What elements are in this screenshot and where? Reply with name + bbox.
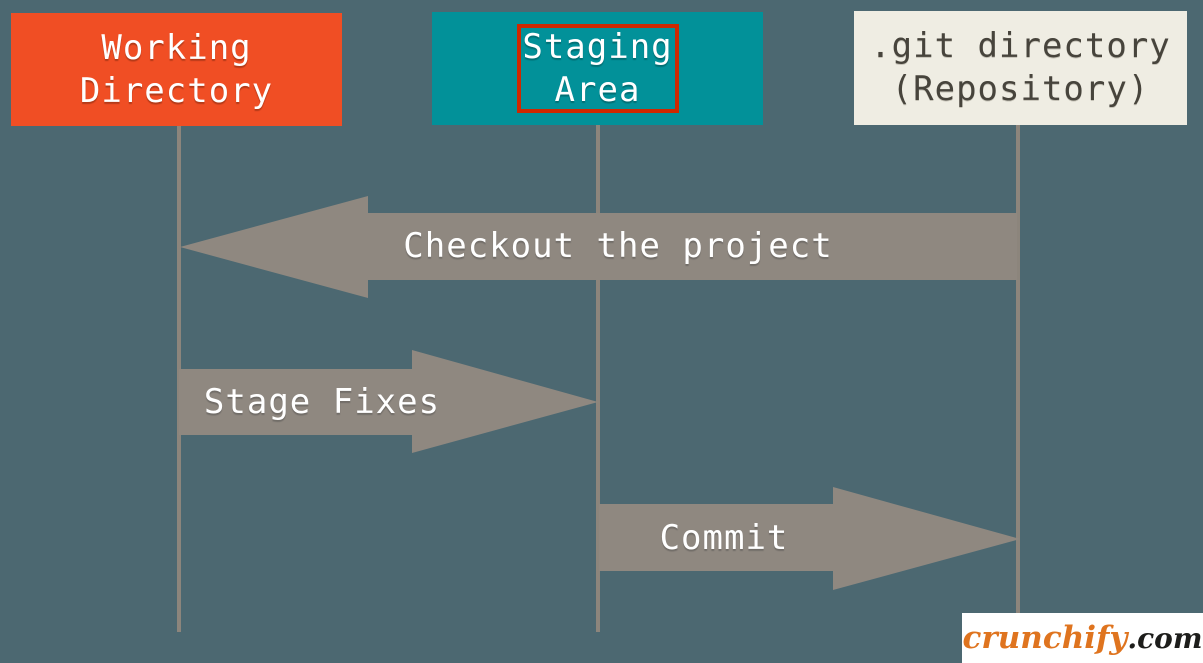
staging-area-highlight-rect: Staging Area: [516, 24, 679, 113]
working-directory-label-line2: Directory: [79, 70, 274, 111]
commit-arrow: [599, 487, 1020, 590]
crunchify-logo-badge: crunchify.com: [962, 613, 1203, 663]
git-directory-node: .git directory (Repository): [854, 11, 1187, 125]
checkout-arrow: [180, 196, 1017, 298]
working-directory-label-line1: Working: [101, 27, 252, 68]
git-directory-lifeline: [1016, 125, 1020, 613]
git-directory-label-line2: (Repository): [891, 69, 1150, 109]
git-directory-label-line1: .git directory: [870, 26, 1171, 66]
crunchify-logo-suffix: .com: [1127, 621, 1203, 655]
checkout-arrow-label: Checkout the project: [403, 226, 833, 266]
stage-fixes-arrow-label: Stage Fixes: [203, 382, 441, 422]
working-directory-node: Working Directory: [11, 13, 342, 126]
staging-area-node: Staging Area: [432, 12, 763, 125]
staging-area-label-line1: Staging: [522, 26, 673, 67]
crunchify-logo-text: crunchify: [962, 620, 1128, 656]
stage-fixes-arrow: [179, 350, 598, 453]
staging-area-lifeline: [596, 125, 600, 632]
commit-arrow-label: Commit: [659, 518, 789, 558]
staging-area-label-line2: Area: [554, 69, 641, 110]
